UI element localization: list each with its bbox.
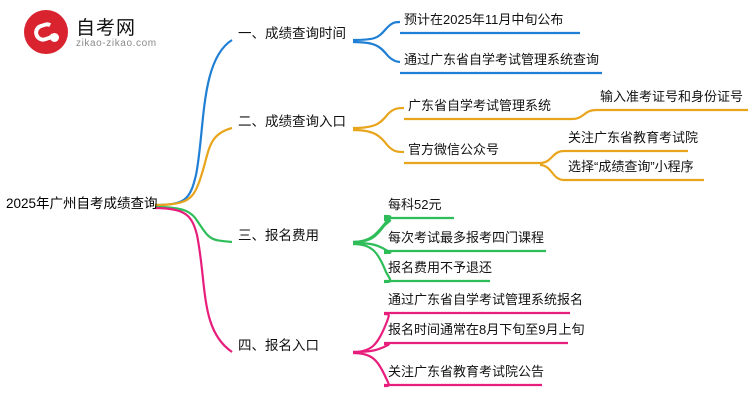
- branch-4-child-1[interactable]: 通过广东省自学考试管理系统报名: [388, 292, 584, 307]
- branch-3-child-3[interactable]: 报名费用不予退还: [388, 260, 493, 275]
- branch-4-child-3[interactable]: 关注广东省教育考试院公告: [388, 364, 545, 379]
- site-logo: 自考网 zikao-zikao.com: [24, 8, 204, 58]
- branch-1-child-2[interactable]: 通过广东省自学考试管理系统查询: [404, 52, 600, 67]
- branch-2-child-2-sub-2[interactable]: 选择“成绩查询”小程序: [568, 159, 694, 174]
- branch-2-child-1[interactable]: 广东省自学考试管理系统: [408, 98, 552, 113]
- branch-1-child-1[interactable]: 预计在2025年11月中旬公布: [404, 12, 564, 27]
- logo-subtitle: zikao-zikao.com: [76, 38, 157, 49]
- logo-title: 自考网: [76, 18, 137, 39]
- branch-4-child-2[interactable]: 报名时间通常在8月下旬至9月上旬: [388, 322, 585, 337]
- branch-2-child-2[interactable]: 官方微信公众号: [408, 142, 500, 157]
- logo-mark-icon: [24, 10, 68, 54]
- branch-3-child-1[interactable]: 每科52元: [388, 197, 442, 212]
- branch-node-4[interactable]: 四、报名入口: [238, 338, 319, 353]
- branch-3-child-2[interactable]: 每次考试最多报考四门课程: [388, 230, 545, 245]
- root-node[interactable]: 2025年广州自考成绩查询: [6, 196, 158, 211]
- branch-node-3[interactable]: 三、报名费用: [238, 228, 319, 243]
- branch-2-child-2-sub-1[interactable]: 关注广东省教育考试院: [568, 130, 699, 145]
- branch-2-child-1-sub-1[interactable]: 输入准考证号和身份证号: [600, 89, 744, 104]
- branch-node-2[interactable]: 二、成绩查询入口: [238, 114, 346, 129]
- branch-node-1[interactable]: 一、成绩查询时间: [238, 26, 346, 41]
